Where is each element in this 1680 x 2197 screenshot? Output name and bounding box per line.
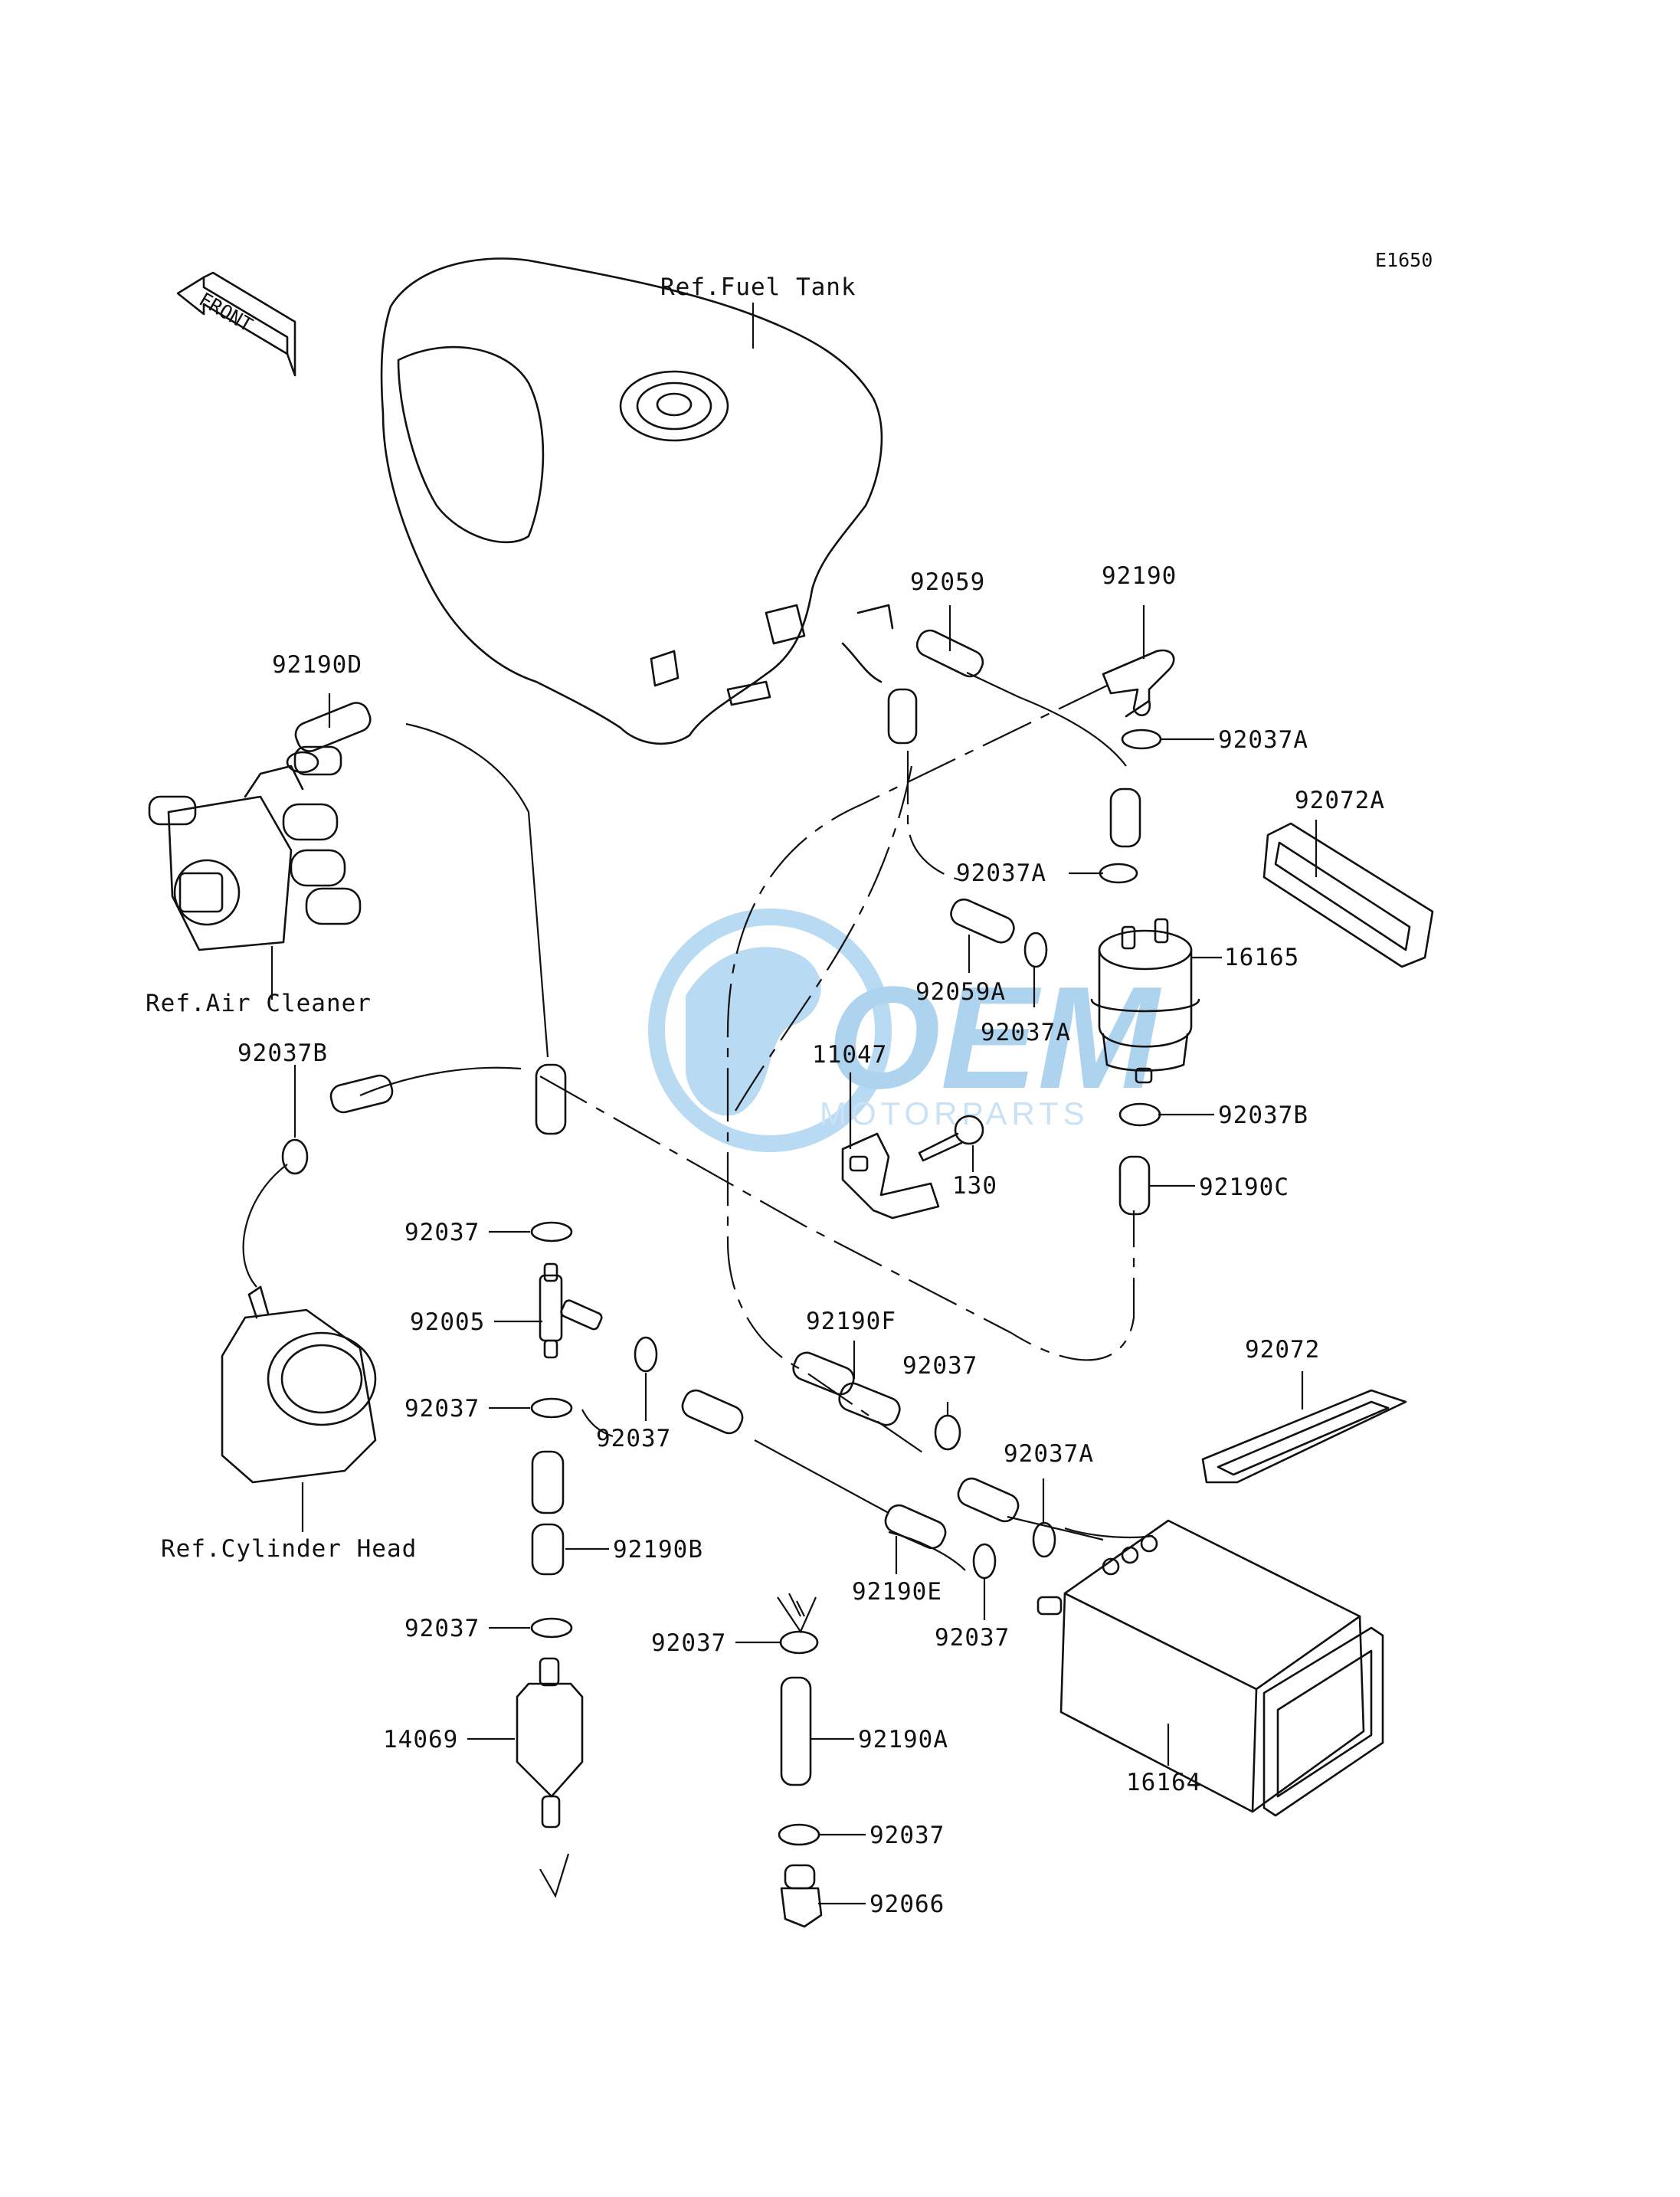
diagram-code: E1650 — [1375, 249, 1433, 271]
part-label-92037-b: 92037 — [404, 1395, 480, 1423]
hose-routes — [242, 672, 1154, 1617]
part-label-92037A-canister: 92037A — [1004, 1440, 1094, 1468]
part-label-92037-a: 92037 — [404, 1219, 480, 1246]
front-arrow-icon: FRONT — [176, 271, 296, 377]
part-label-92190E: 92190E — [852, 1578, 942, 1606]
fuel-tank: Ref.Fuel Tank — [380, 257, 894, 745]
part-label-92037-c: 92037 — [596, 1425, 671, 1452]
part-label-92190F: 92190F — [806, 1308, 896, 1335]
part-label-92072A: 92072A — [1295, 787, 1385, 814]
part-label-92037-h: 92037 — [869, 1822, 945, 1849]
part-label-16164: 16164 — [1126, 1769, 1201, 1796]
part-label-92190: 92190 — [1102, 562, 1177, 590]
air-cleaner-valve: Ref.Air Cleaner — [146, 745, 372, 1017]
flow-mark — [777, 1596, 817, 1634]
band-92072 — [1201, 1389, 1407, 1484]
part-label-92066: 92066 — [869, 1891, 945, 1918]
part-label-92190D: 92190D — [272, 651, 362, 679]
part-label-130: 130 — [952, 1172, 997, 1200]
watermark: OEM MOTORPARTS — [648, 909, 1162, 1152]
part-label-92072: 92072 — [1245, 1336, 1320, 1364]
part-labels: 92190D 92059 92190 92037A 92072A 92037A … — [237, 562, 1385, 1918]
part-label-11047: 11047 — [812, 1041, 887, 1069]
canister-16164 — [1036, 1519, 1384, 1817]
plug-92066 — [780, 1864, 823, 1928]
fuel-filter-14069 — [516, 1657, 584, 1829]
cylinder-head-fitting: Ref.Cylinder Head — [161, 1285, 417, 1563]
part-label-92190C: 92190C — [1199, 1174, 1289, 1201]
part-label-92037-f: 92037 — [404, 1615, 480, 1642]
bracket-11047 — [841, 1132, 940, 1220]
part-label-16165: 16165 — [1224, 944, 1299, 971]
part-label-92059: 92059 — [910, 568, 985, 596]
part-label-14069: 14069 — [383, 1726, 458, 1753]
watermark-sub: MOTORPARTS — [820, 1095, 1089, 1131]
band-92072A — [1262, 822, 1434, 968]
flow-mark — [539, 1853, 570, 1898]
ref-fuel-tank-label: Ref.Fuel Tank — [660, 273, 856, 301]
part-label-92037B-left: 92037B — [237, 1040, 328, 1067]
separator-16165 — [1090, 918, 1200, 1084]
bolt-130 — [918, 1115, 984, 1162]
part-label-92037A-mid: 92037A — [956, 859, 1046, 887]
part-label-92037-g: 92037 — [651, 1629, 726, 1657]
ref-cylinder-head-label: Ref.Cylinder Head — [161, 1535, 417, 1563]
part-label-92037B-right: 92037B — [1218, 1102, 1308, 1129]
part-label-92037-d: 92037 — [902, 1352, 978, 1380]
part-label-92005: 92005 — [410, 1308, 485, 1336]
leader-lines — [293, 605, 1318, 1905]
part-label-92190B: 92190B — [613, 1536, 703, 1563]
hose-pieces — [286, 629, 1175, 1786]
ref-air-cleaner-label: Ref.Air Cleaner — [146, 990, 372, 1017]
part-label-92059A: 92059A — [915, 978, 1006, 1006]
part-label-92037A-top: 92037A — [1218, 726, 1308, 754]
clamps — [281, 729, 1162, 1846]
part-label-92037A-low: 92037A — [981, 1019, 1071, 1046]
t-joint-92005 — [539, 1262, 603, 1359]
front-arrow-label: FRONT — [195, 288, 257, 336]
part-label-92037-e: 92037 — [935, 1624, 1010, 1652]
part-label-92190A: 92190A — [858, 1726, 948, 1753]
